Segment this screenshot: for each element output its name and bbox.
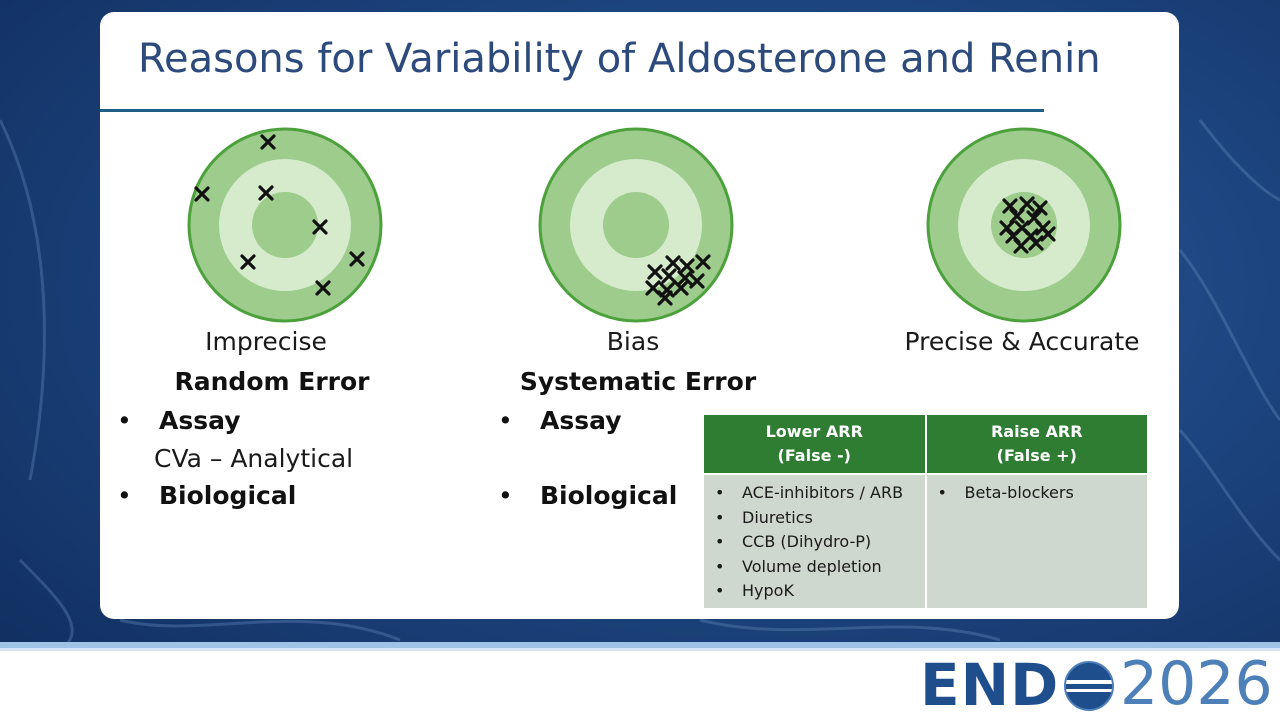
slide-title: Reasons for Variability of Aldosterone a… (138, 36, 1101, 82)
x-mark-icon (1009, 208, 1025, 224)
caption-imprecise: Imprecise (205, 327, 327, 356)
x-mark-icon (1040, 226, 1056, 242)
list-item: Volume depletion (708, 555, 921, 580)
cell-raise-arr: Beta-blockers (925, 473, 1147, 608)
bullet-text-biological: Biological (540, 481, 678, 510)
logo-brand: END (920, 651, 1060, 719)
cell-lower-arr: ACE-inhibitors / ARB Diuretics CCB (Dihy… (704, 473, 927, 608)
x-mark-icon (679, 258, 695, 274)
x-mark-icon (1019, 196, 1035, 212)
x-mark-icon (1002, 198, 1018, 214)
target-bullseye (603, 192, 669, 258)
bullet-text-assay: Assay (159, 406, 241, 435)
x-mark-icon (1013, 238, 1029, 254)
x-mark-icon (1032, 200, 1048, 216)
bullet-icon: • (117, 406, 132, 435)
header-raise-arr: Raise ARR (False +) (925, 415, 1147, 474)
header-raise-arr-line2: (False +) (996, 446, 1077, 465)
title-divider (100, 109, 1044, 112)
header-lower-arr-line2: (False -) (777, 446, 851, 465)
slide-card: Reasons for Variability of Aldosterone a… (100, 12, 1179, 619)
globe-icon (1064, 661, 1114, 711)
left-assay-detail: CVa – Analytical (154, 444, 354, 473)
list-item: Diuretics (708, 506, 921, 531)
x-mark-icon (260, 134, 276, 150)
list-item: CCB (Dihydro-P) (708, 530, 921, 555)
x-mark-icon (240, 254, 256, 270)
bullet-text-assay: Assay (540, 406, 622, 435)
header-lower-arr: Lower ARR (False -) (704, 415, 927, 474)
background-veins (0, 119, 1280, 650)
list-item: Beta-blockers (931, 481, 1144, 506)
arr-table: Lower ARR (False -) Raise ARR (False +) … (704, 415, 1147, 608)
x-mark-icon (315, 280, 331, 296)
header-lower-arr-line1: Lower ARR (765, 422, 863, 441)
logo-year: 2026 (1120, 649, 1273, 719)
target-bias (538, 127, 734, 323)
x-mark-icon (194, 186, 210, 202)
caption-precise-accurate: Precise & Accurate (904, 327, 1140, 356)
label-systematic-error: Systematic Error (519, 367, 757, 396)
target-bullseye (252, 192, 318, 258)
x-mark-icon (312, 219, 328, 235)
bullet-icon: • (117, 481, 132, 510)
x-mark-icon (665, 255, 681, 271)
list-raise-arr: Beta-blockers (931, 481, 1144, 506)
x-mark-icon (695, 254, 711, 270)
list-item: ACE-inhibitors / ARB (708, 481, 921, 506)
x-mark-icon (657, 290, 673, 306)
target-precise-accurate (926, 127, 1122, 323)
target-imprecise (187, 127, 383, 323)
x-mark-icon (645, 280, 661, 296)
header-raise-arr-line1: Raise ARR (990, 422, 1083, 441)
x-mark-icon (673, 280, 689, 296)
x-mark-icon (258, 185, 274, 201)
bullet-icon: • (498, 481, 513, 510)
x-mark-icon (647, 264, 663, 280)
footer-stripe-light (0, 648, 1280, 651)
x-mark-icon (661, 268, 677, 284)
label-random-error: Random Error (174, 367, 370, 396)
footer-stripe (0, 642, 1280, 648)
bullet-icon: • (498, 406, 513, 435)
bullet-text-biological: Biological (159, 481, 297, 510)
list-item: HypoK (708, 579, 921, 604)
x-mark-icon (677, 270, 693, 286)
x-mark-icon (689, 273, 705, 289)
caption-bias: Bias (606, 327, 660, 356)
list-lower-arr: ACE-inhibitors / ARB Diuretics CCB (Dihy… (708, 481, 921, 604)
x-mark-icon (349, 251, 365, 267)
x-mark-icon (1028, 235, 1044, 251)
